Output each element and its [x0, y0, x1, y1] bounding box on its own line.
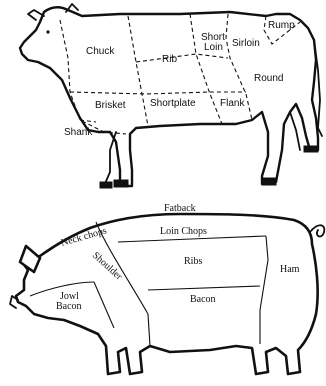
cow-hoof-front-left	[114, 180, 128, 187]
pig-ear	[20, 246, 40, 272]
cow-body-outline	[20, 7, 318, 186]
cut-label-chuck: Chuck	[86, 46, 115, 57]
cow-front-leg-line	[104, 132, 116, 186]
cut-label-shortplate: Shortplate	[150, 98, 196, 109]
cow-back-leg-line	[290, 112, 300, 150]
pig-tail	[310, 225, 324, 236]
cut-label-rib: Rib	[162, 54, 177, 65]
cut-label-rump: Rump	[268, 20, 295, 31]
cut-label-bacon: Bacon	[190, 294, 216, 305]
cut-label-short-loin-line2: Loin	[204, 42, 223, 53]
cut-label-ribs: Ribs	[184, 256, 202, 267]
cut-label-sirloin: Sirloin	[232, 38, 260, 49]
cow-hoof-back-right	[304, 146, 318, 152]
cut-label-fatback: Fatback	[164, 203, 196, 214]
cut-label-round: Round	[254, 73, 283, 84]
cow-figure: Chuck Rib Short Loin Sirloin Rump Round …	[20, 4, 322, 188]
cut-label-ham: Ham	[280, 264, 300, 275]
cut-label-brisket: Brisket	[95, 100, 126, 111]
cow-hoof-back-left	[262, 178, 276, 185]
cut-label-loin-chops: Loin Chops	[160, 226, 207, 237]
cow-hoof-front-right	[100, 182, 112, 188]
cow-eye	[46, 30, 49, 33]
pig-figure: Fatback Neck chops Loin Chops Shoulder R…	[10, 203, 324, 374]
cut-label-flank: Flank	[220, 98, 245, 109]
cut-label-jowl-line2: Bacon	[56, 301, 82, 312]
cut-label-shank: Shank	[64, 127, 93, 138]
